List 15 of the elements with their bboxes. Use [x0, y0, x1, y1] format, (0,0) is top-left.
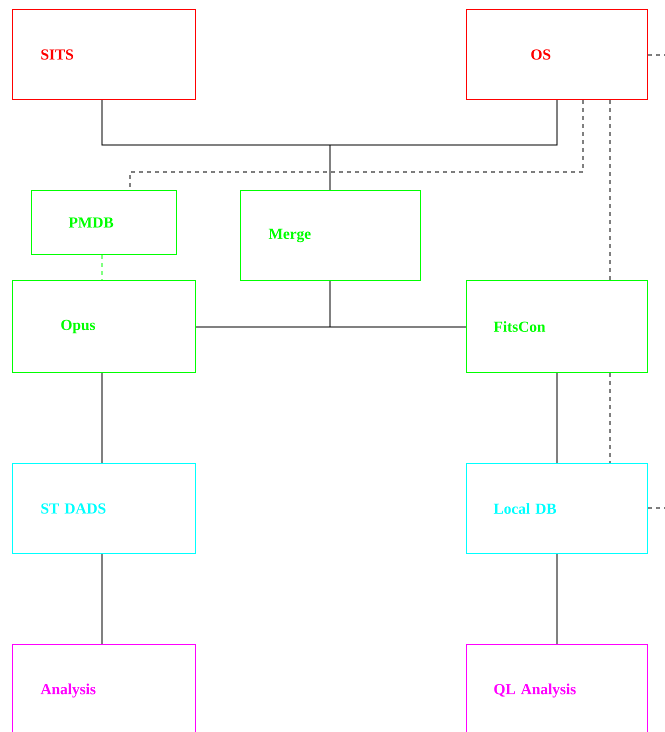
system-box: Merge [240, 190, 421, 281]
system-box: Opus [12, 280, 196, 373]
system-box: Local DB [466, 463, 648, 554]
system-box: PMDB [31, 190, 177, 255]
system-box: QL Analysis [466, 644, 648, 732]
system-box: ST DADS [12, 463, 196, 554]
connector-line [330, 100, 558, 190]
system-box: SITS [12, 9, 196, 100]
system-box: OS [466, 9, 648, 100]
connector-line [556, 372, 558, 464]
system-box: Analysis [12, 644, 196, 732]
dashed-line [648, 54, 665, 56]
connector-line [330, 280, 466, 328]
connector-line [556, 554, 558, 644]
system-box: FitsCon [466, 280, 648, 373]
